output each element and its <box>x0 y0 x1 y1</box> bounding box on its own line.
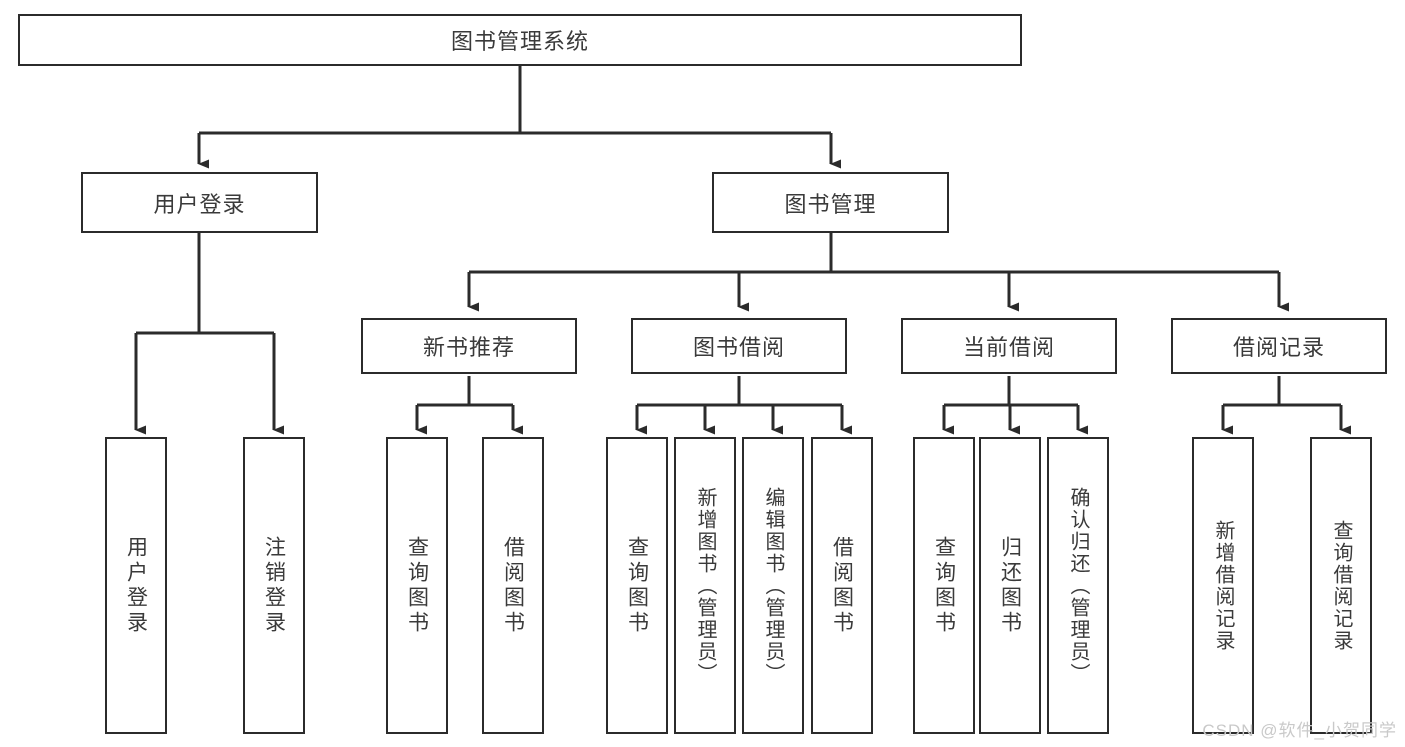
leaf-add-book[interactable]: 新增图书（管理员） <box>674 437 736 734</box>
node-book-borrow[interactable]: 图书借阅 <box>631 318 847 374</box>
node-current-borrow[interactable]: 当前借阅 <box>901 318 1117 374</box>
leaf-return-book[interactable]: 归还图书 <box>979 437 1041 734</box>
node-root[interactable]: 图书管理系统 <box>18 14 1022 66</box>
leaf-query-book-3[interactable]: 查询图书 <box>913 437 975 734</box>
leaf-confirm-return[interactable]: 确认归还（管理员） <box>1047 437 1109 734</box>
leaf-logout[interactable]: 注销登录 <box>243 437 305 734</box>
leaf-edit-book[interactable]: 编辑图书（管理员） <box>742 437 804 734</box>
leaf-add-borrow-record[interactable]: 新增借阅记录 <box>1192 437 1254 734</box>
leaf-query-book-2[interactable]: 查询图书 <box>606 437 668 734</box>
node-user-login[interactable]: 用户登录 <box>81 172 318 233</box>
leaf-query-book-1[interactable]: 查询图书 <box>386 437 448 734</box>
leaf-query-borrow-record[interactable]: 查询借阅记录 <box>1310 437 1372 734</box>
leaf-borrow-book-1[interactable]: 借阅图书 <box>482 437 544 734</box>
node-borrow-record[interactable]: 借阅记录 <box>1171 318 1387 374</box>
node-new-book-recommend[interactable]: 新书推荐 <box>361 318 577 374</box>
node-book-manage[interactable]: 图书管理 <box>712 172 949 233</box>
leaf-user-login[interactable]: 用户登录 <box>105 437 167 734</box>
leaf-borrow-book-2[interactable]: 借阅图书 <box>811 437 873 734</box>
